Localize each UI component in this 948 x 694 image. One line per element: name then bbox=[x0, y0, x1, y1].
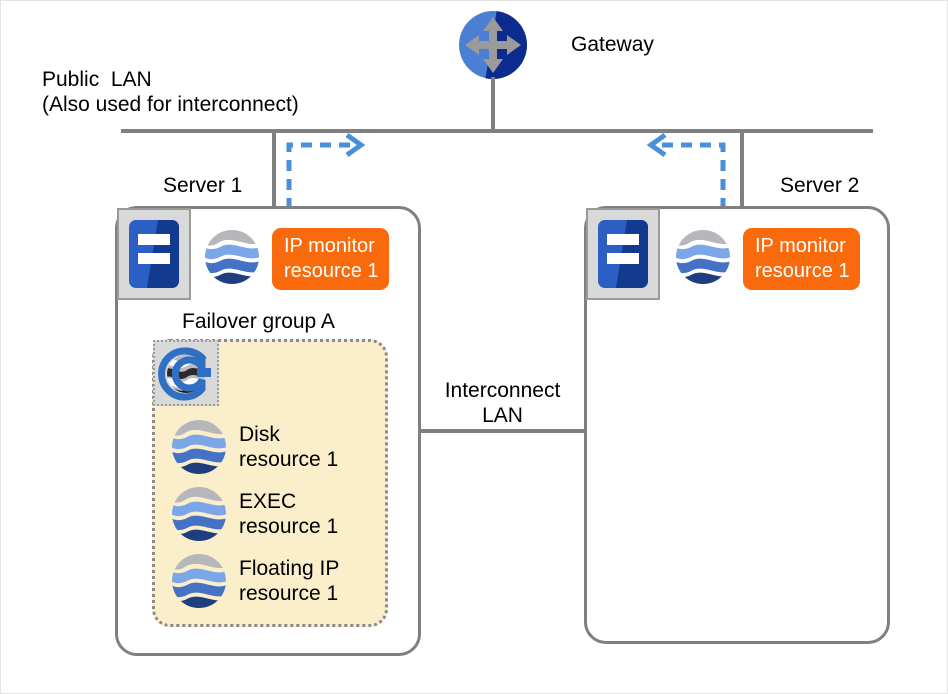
server-icon bbox=[129, 220, 179, 288]
server2-lan-drop-line bbox=[740, 129, 744, 211]
resource-label-exec: EXEC resource 1 bbox=[239, 490, 339, 538]
server2-ip-monitor-badge[interactable]: IP monitor resource 1 bbox=[743, 228, 860, 290]
resource-globe-icon-floating-ip bbox=[171, 553, 227, 609]
server2-server-icon-frame bbox=[586, 208, 660, 300]
server2-title: Server 2 bbox=[780, 174, 860, 197]
resource-row-floating-ip: Floating IP resource 1 bbox=[171, 553, 339, 609]
server1-up-right-arrow bbox=[281, 133, 381, 213]
globe-icon bbox=[676, 230, 730, 284]
server2-up-left-arrow bbox=[631, 133, 731, 213]
server1-title: Server 1 bbox=[163, 174, 243, 197]
failover-group-icon-frame bbox=[153, 340, 219, 406]
resource-globe-icon-disk bbox=[171, 419, 227, 475]
router-icon bbox=[459, 11, 527, 79]
globe-icon bbox=[172, 554, 226, 608]
server-icon bbox=[598, 220, 648, 288]
globe-icon bbox=[205, 230, 259, 284]
interconnect-lan-label-line2: LAN bbox=[482, 404, 523, 427]
server1-lan-drop-line bbox=[272, 129, 276, 211]
gateway-drop-line bbox=[491, 77, 495, 133]
interconnect-lan-label-line1: Interconnect bbox=[444, 379, 561, 402]
server2-ip-monitor-icon bbox=[675, 229, 731, 285]
gateway-label: Gateway bbox=[571, 33, 654, 56]
server1-ip-monitor-badge[interactable]: IP monitor resource 1 bbox=[272, 228, 389, 290]
server1-server-icon-frame bbox=[117, 208, 191, 300]
resource-globe-icon-exec bbox=[171, 486, 227, 542]
globe-icon bbox=[172, 420, 226, 474]
failover-group-title: Failover group A bbox=[182, 310, 335, 333]
interconnect-lan-link bbox=[419, 429, 586, 433]
gateway-node bbox=[457, 9, 529, 81]
public-lan-label-line2: (Also used for interconnect) bbox=[42, 93, 299, 116]
public-lan-label-line1: Public LAN bbox=[42, 68, 152, 91]
resource-row-disk: Disk resource 1 bbox=[171, 419, 338, 475]
public-lan-bus bbox=[121, 129, 873, 133]
resource-row-exec: EXEC resource 1 bbox=[171, 486, 338, 542]
globe-icon bbox=[172, 487, 226, 541]
failover-group-icon bbox=[158, 347, 211, 401]
resource-label-disk: Disk resource 1 bbox=[239, 423, 339, 471]
server1-ip-monitor-icon bbox=[204, 229, 260, 285]
resource-label-floating-ip: Floating IP resource 1 bbox=[239, 557, 340, 605]
